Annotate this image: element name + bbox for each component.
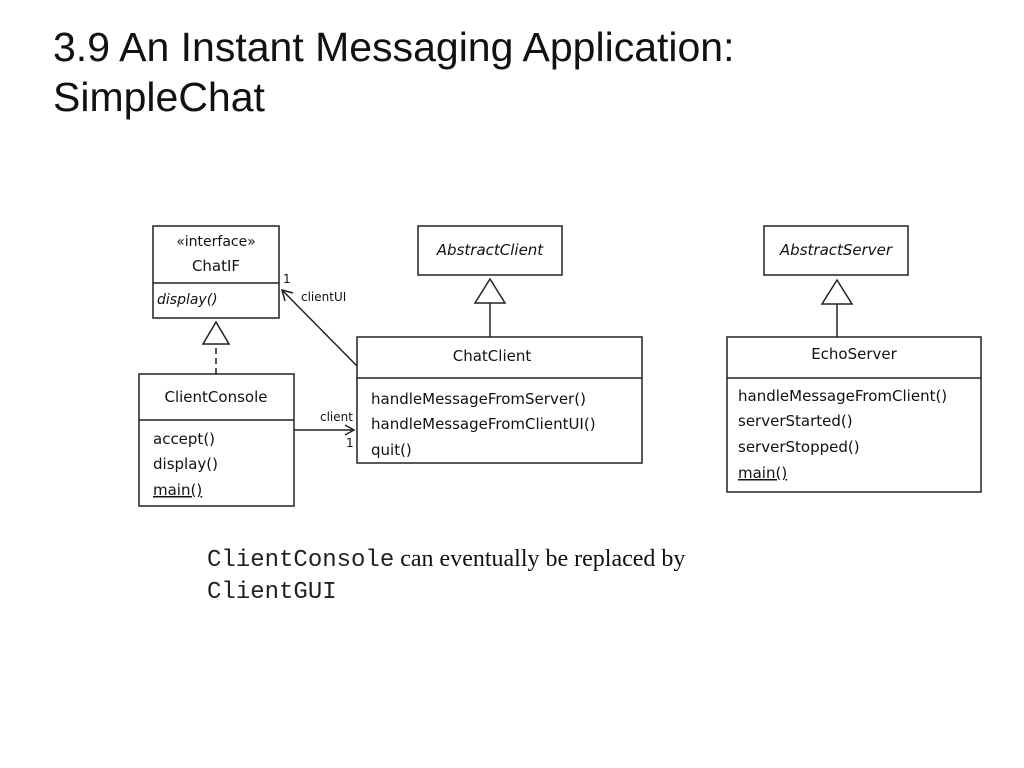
abstract-client-class-box: AbstractClient xyxy=(417,225,563,276)
abstract-server-class-box: AbstractServer xyxy=(763,225,909,276)
abstract-client-name: AbstractClient xyxy=(436,241,545,259)
client-console-operation-accept: accept() xyxy=(153,430,215,448)
chat-client-name: ChatClient xyxy=(453,347,532,365)
abstract-server-name: AbstractServer xyxy=(779,241,893,259)
client-console-operation-display: display() xyxy=(153,455,218,473)
chatif-class-box: «interface» ChatIF display() xyxy=(152,225,280,319)
slide-title: 3.9 An Instant Messaging Application: Si… xyxy=(53,22,735,122)
generalization-arrow-client xyxy=(473,277,507,337)
chat-client-operation-1: handleMessageFromServer() xyxy=(371,390,586,408)
association-client-multiplicity: 1 xyxy=(346,436,354,450)
association-client: client 1 xyxy=(294,410,356,450)
chatif-name: ChatIF xyxy=(192,257,240,275)
title-line-2: SimpleChat xyxy=(53,74,265,120)
echo-server-operation-3: serverStopped() xyxy=(738,438,860,456)
caption-code-clientconsole: ClientConsole xyxy=(207,547,395,574)
association-client-role: client xyxy=(320,410,353,424)
chatif-operation: display() xyxy=(157,292,218,308)
title-line-1: 3.9 An Instant Messaging Application: xyxy=(53,24,735,70)
echo-server-operation-4: main() xyxy=(738,464,787,482)
chat-client-class-box: ChatClient handleMessageFromServer() han… xyxy=(356,336,643,464)
chatif-stereotype: «interface» xyxy=(176,234,256,250)
caption-code-clientgui: ClientGUI xyxy=(207,579,337,606)
echo-server-operation-1: handleMessageFromClient() xyxy=(738,387,947,405)
caption: ClientConsole can eventually be replaced… xyxy=(207,544,827,608)
realization-arrow xyxy=(201,320,231,374)
caption-text: can eventually be replaced by xyxy=(394,546,686,572)
chat-client-operation-2: handleMessageFromClientUI() xyxy=(371,415,596,433)
echo-server-class-box: EchoServer handleMessageFromClient() ser… xyxy=(726,336,982,493)
client-console-name: ClientConsole xyxy=(165,388,268,406)
association-clientui-role: clientUI xyxy=(301,290,346,304)
association-clientui-multiplicity: 1 xyxy=(283,272,291,286)
client-console-operation-main: main() xyxy=(153,481,202,499)
client-console-class-box: ClientConsole accept() display() main() xyxy=(138,373,295,507)
echo-server-name: EchoServer xyxy=(811,345,897,363)
association-clientui: clientUI 1 xyxy=(280,272,358,367)
generalization-arrow-server xyxy=(820,278,854,337)
echo-server-operation-2: serverStarted() xyxy=(738,412,853,430)
chat-client-operation-3: quit() xyxy=(371,441,412,459)
